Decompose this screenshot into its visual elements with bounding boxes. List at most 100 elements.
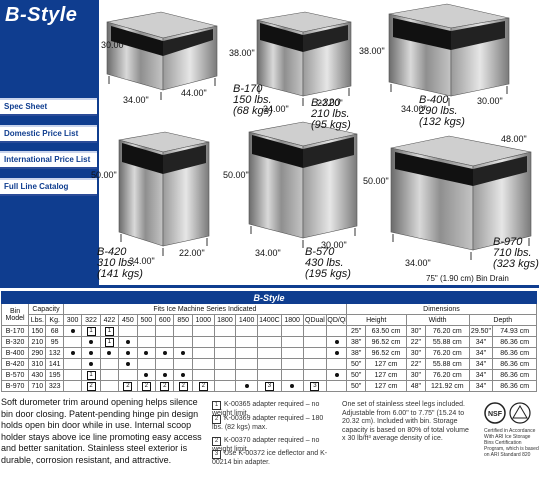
cell-depth-in: 34" [468,358,494,370]
cell-fit [191,358,215,370]
fit-note-ref: 1 [86,326,96,336]
bin-b970-label: B-970 710 lbs. (323 kgs) [493,237,539,270]
dim-b400-height: 38.00" [359,46,385,56]
cell-width-cm: 76.20 cm [425,325,470,337]
dim-b170-height: 30.00" [101,40,127,50]
cell-fit [62,369,83,381]
cell-fit [136,347,157,359]
cell-model: B-400 [0,347,30,359]
cell-fit [213,358,237,370]
cell-depth-in: 34" [468,380,494,392]
fit-note-ref: 2 [141,381,151,391]
cell-fit [191,336,215,348]
col-series-500: 500 [136,314,157,326]
cell-width-in: 22" [405,358,427,370]
fit-dot-icon [125,350,130,355]
cell-depth-cm: 86.36 cm [492,380,537,392]
cell-fit: 2 [118,380,138,392]
col-dimensions: Dimensions [345,303,538,315]
cell-fit [235,336,258,348]
sidebar-item-full-line-catalog[interactable]: Full Line Catalog [0,178,97,196]
fit-dot-icon [162,372,167,377]
sidebar-item-international-price-list[interactable]: International Price List [0,151,97,169]
cell-fit [155,369,175,381]
cell-fit [99,347,120,359]
cell-fit [191,347,215,359]
cell-fit: 2 [173,380,193,392]
cell-fit [326,358,347,370]
bin-b400-weight: 290 lbs. [419,105,458,117]
cell-depth-cm: 86.36 cm [492,369,537,381]
cell-height-in: 50" [345,369,367,381]
fit-note-ref: 1 [104,337,114,347]
cell-height-cm: 127 cm [365,358,407,370]
cell-fit [173,369,193,381]
cell-fit [326,380,347,392]
cell-width-cm: 55.88 cm [425,336,470,348]
col-series-850: 850 [173,314,193,326]
cell-fit [235,347,258,359]
dim-b420-height: 50.00" [91,170,117,180]
cell-fit [62,358,83,370]
cell-fit: 2 [191,380,215,392]
cell-depth-in: 34" [468,347,494,359]
cell-fit [326,347,347,359]
cell-fit [280,347,304,359]
fit-dot-icon [181,372,186,377]
cell-fit [62,336,83,348]
fit-dot-icon [89,339,93,344]
cell-fit: 1 [81,369,101,381]
cell-height-in: 38" [345,336,367,348]
bin-b320-weight-kg: (95 kgs) [311,119,351,131]
sidebar-item-spec-sheet[interactable]: Spec Sheet [0,98,97,116]
bin-b570-weight: 430 lbs. [305,257,344,269]
cell-width-cm: 76.20 cm [425,347,470,359]
cell-width-cm: 76.20 cm [425,369,470,381]
col-series-qdual: QDual [302,314,328,326]
dim-b420-width: 22.00" [179,248,205,258]
dim-b400-depth: 34.00" [401,104,427,114]
cell-kg: 95 [45,336,64,348]
cell-fit: 1 [99,336,120,348]
cell-fit: 2 [81,380,101,392]
bin-b170-weight: 150 lbs. [233,94,272,106]
cell-fit: 1 [99,325,120,337]
col-kg: Kg. [45,314,64,326]
cell-fit [235,358,258,370]
cell-fit [302,369,328,381]
cell-height-cm: 127 cm [365,380,407,392]
dim-b170-depth: 34.00" [123,95,149,105]
fit-dot-icon [162,350,167,355]
cell-fit [256,347,282,359]
cell-fit [213,369,237,381]
bins-illustration [106,3,532,260]
bin-drain-note: 75" (1.90 cm) Bin Drain [426,274,509,283]
cell-fit: 1 [81,325,101,337]
fit-note-ref: 2 [86,381,96,391]
cell-width-in: 48" [405,380,427,392]
cell-fit [62,325,83,337]
col-height: Height [345,314,407,326]
note-1-number: 1 [212,401,221,410]
bin-b420-model: B-420 [97,246,127,258]
cell-fit [62,380,83,392]
table-title: B-Style [1,291,537,304]
cell-lbs: 290 [28,347,47,359]
bin-b970-drawing [390,135,532,260]
fit-note-ref: 2 [160,381,170,391]
cell-fit [280,325,304,337]
bin-b170-drawing [106,11,218,100]
cell-fit [136,369,157,381]
bin-b420-weight: 310 lbs. [97,257,136,269]
ari-certification-text: Certified in Accordance With ARI Ice Sto… [484,428,539,458]
cell-fit [280,380,304,392]
fit-dot-icon [144,372,149,377]
cell-fit [155,347,175,359]
bin-b420-weight-kg: (141 kgs) [97,268,143,280]
fit-dot-icon [334,372,339,377]
sidebar-item-domestic-price-list[interactable]: Domestic Price List [0,125,97,143]
cell-fit [256,325,282,337]
cell-fit [302,336,328,348]
